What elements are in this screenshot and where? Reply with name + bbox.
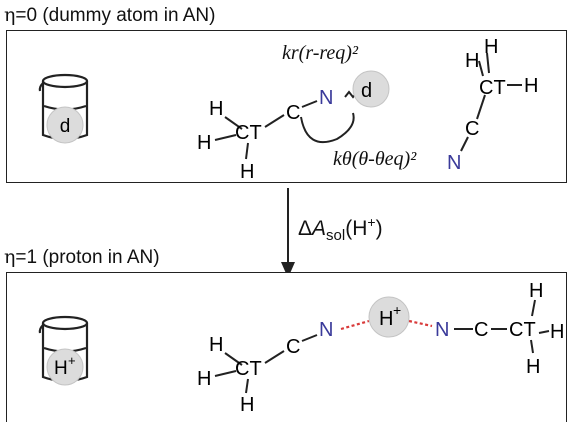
proton-h: H bbox=[379, 308, 393, 330]
h-atom: H bbox=[240, 394, 254, 416]
h-atom: H bbox=[550, 321, 564, 343]
h-atom: H bbox=[465, 50, 479, 72]
c-atom: C bbox=[286, 102, 300, 124]
h-atom: H bbox=[209, 334, 223, 356]
close-paren: ) bbox=[375, 217, 383, 240]
proton-plus: + bbox=[393, 302, 401, 318]
proton-in-beaker-h: H bbox=[54, 358, 68, 379]
top-panel-drawing: d H H H CT C N d H H H CT C bbox=[38, 36, 538, 183]
delta-a-label: ΔAsol(H+) bbox=[298, 214, 383, 244]
dummy-atom-sphere bbox=[352, 70, 390, 108]
n-atom: N bbox=[319, 87, 333, 109]
dummy-sphere-in-beaker bbox=[46, 106, 84, 144]
h-atom: H bbox=[240, 161, 254, 183]
c-atom: C bbox=[286, 336, 300, 358]
h-atom: H bbox=[484, 36, 498, 58]
h-atom: H bbox=[524, 75, 538, 97]
transition-arrow bbox=[281, 188, 295, 278]
bond-force-text: kr(r-req)² bbox=[282, 42, 358, 64]
sol-subscript: sol bbox=[326, 227, 346, 245]
h-atom: H bbox=[529, 280, 543, 302]
h-open: (H bbox=[345, 217, 368, 240]
dummy-label: d bbox=[60, 116, 71, 137]
angle-force-label: kθ(θ-θeq)² bbox=[333, 148, 416, 171]
ct-atom: CT bbox=[479, 77, 506, 99]
top-heading-text: =0 (dummy atom in AN) bbox=[15, 5, 216, 26]
c-atom: C bbox=[474, 319, 488, 341]
h-atom: H bbox=[197, 368, 211, 390]
h-atom: H bbox=[526, 356, 540, 378]
top-panel: d H H H CT C N d H H H CT C bbox=[6, 30, 567, 183]
eta-symbol: η bbox=[4, 246, 16, 268]
h-atom: H bbox=[209, 98, 223, 120]
angle-force-text: kθ(θ-θeq)² bbox=[333, 148, 417, 170]
bottom-panel: H + H H H CT C N H + N C bbox=[6, 272, 567, 422]
bottom-panel-drawing: H + H H H CT C N H + N C bbox=[38, 280, 564, 416]
h-bond-left bbox=[340, 319, 370, 331]
h-atom: H bbox=[197, 132, 211, 154]
delta-symbol: Δ bbox=[298, 217, 313, 240]
dummy-atom-label: d bbox=[361, 80, 372, 102]
ct-atom: CT bbox=[509, 319, 536, 341]
bond-force-label: kr(r-req)² bbox=[282, 42, 358, 65]
top-heading: η=0 (dummy atom in AN) bbox=[4, 4, 215, 27]
n-atom: N bbox=[435, 319, 449, 341]
c-atom: C bbox=[465, 118, 479, 140]
eta-symbol: η bbox=[4, 4, 16, 26]
proton-in-beaker-plus: + bbox=[68, 353, 76, 368]
n-atom: N bbox=[447, 152, 461, 174]
bottom-heading: η=1 (proton in AN) bbox=[4, 246, 160, 269]
n-atom: N bbox=[319, 319, 333, 341]
ct-atom: CT bbox=[235, 358, 262, 380]
proton-sphere bbox=[368, 296, 410, 338]
bottom-heading-text: =1 (proton in AN) bbox=[15, 247, 160, 268]
plus-superscript: + bbox=[367, 214, 376, 230]
proton-sphere-in-beaker bbox=[46, 348, 84, 386]
a-symbol: A bbox=[312, 217, 327, 240]
h-bond-right bbox=[408, 319, 433, 328]
ct-atom: CT bbox=[235, 122, 262, 144]
